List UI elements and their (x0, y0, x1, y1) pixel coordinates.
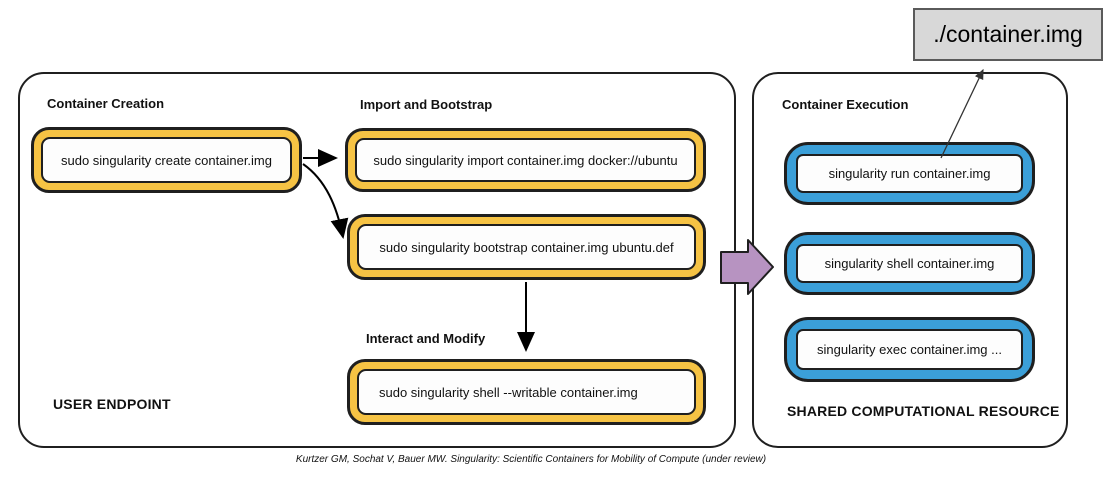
section-title-import-bootstrap: Import and Bootstrap (360, 97, 493, 112)
command-text-run: singularity run container.img (796, 154, 1023, 193)
label-user-endpoint: USER ENDPOINT (53, 396, 171, 412)
command-box-bootstrap: sudo singularity bootstrap container.img… (347, 214, 706, 280)
command-box-create: sudo singularity create container.img (31, 127, 302, 193)
command-box-exec: singularity exec container.img ... (784, 317, 1035, 382)
command-box-shell: singularity shell container.img (784, 232, 1035, 295)
command-text-bootstrap: sudo singularity bootstrap container.img… (357, 224, 696, 270)
command-box-import: sudo singularity import container.img do… (345, 128, 706, 192)
command-box-shell-writable: sudo singularity shell --writable contai… (347, 359, 706, 425)
command-box-run: singularity run container.img (784, 142, 1035, 205)
citation-text: Kurtzer GM, Sochat V, Bauer MW. Singular… (295, 454, 767, 465)
section-title-interact-modify: Interact and Modify (366, 331, 486, 346)
command-text-shell-writable: sudo singularity shell --writable contai… (357, 369, 696, 415)
label-shared-computational-resource: SHARED COMPUTATIONAL RESOURCE (787, 403, 1060, 419)
command-text-create: sudo singularity create container.img (41, 137, 292, 183)
command-text-import: sudo singularity import container.img do… (355, 138, 696, 182)
command-text-exec: singularity exec container.img ... (796, 329, 1023, 370)
section-title-container-execution: Container Execution (782, 97, 909, 112)
command-text-shell: singularity shell container.img (796, 244, 1023, 283)
container-img-file-box: ./container.img (913, 8, 1103, 61)
section-title-container-creation: Container Creation (47, 96, 165, 111)
